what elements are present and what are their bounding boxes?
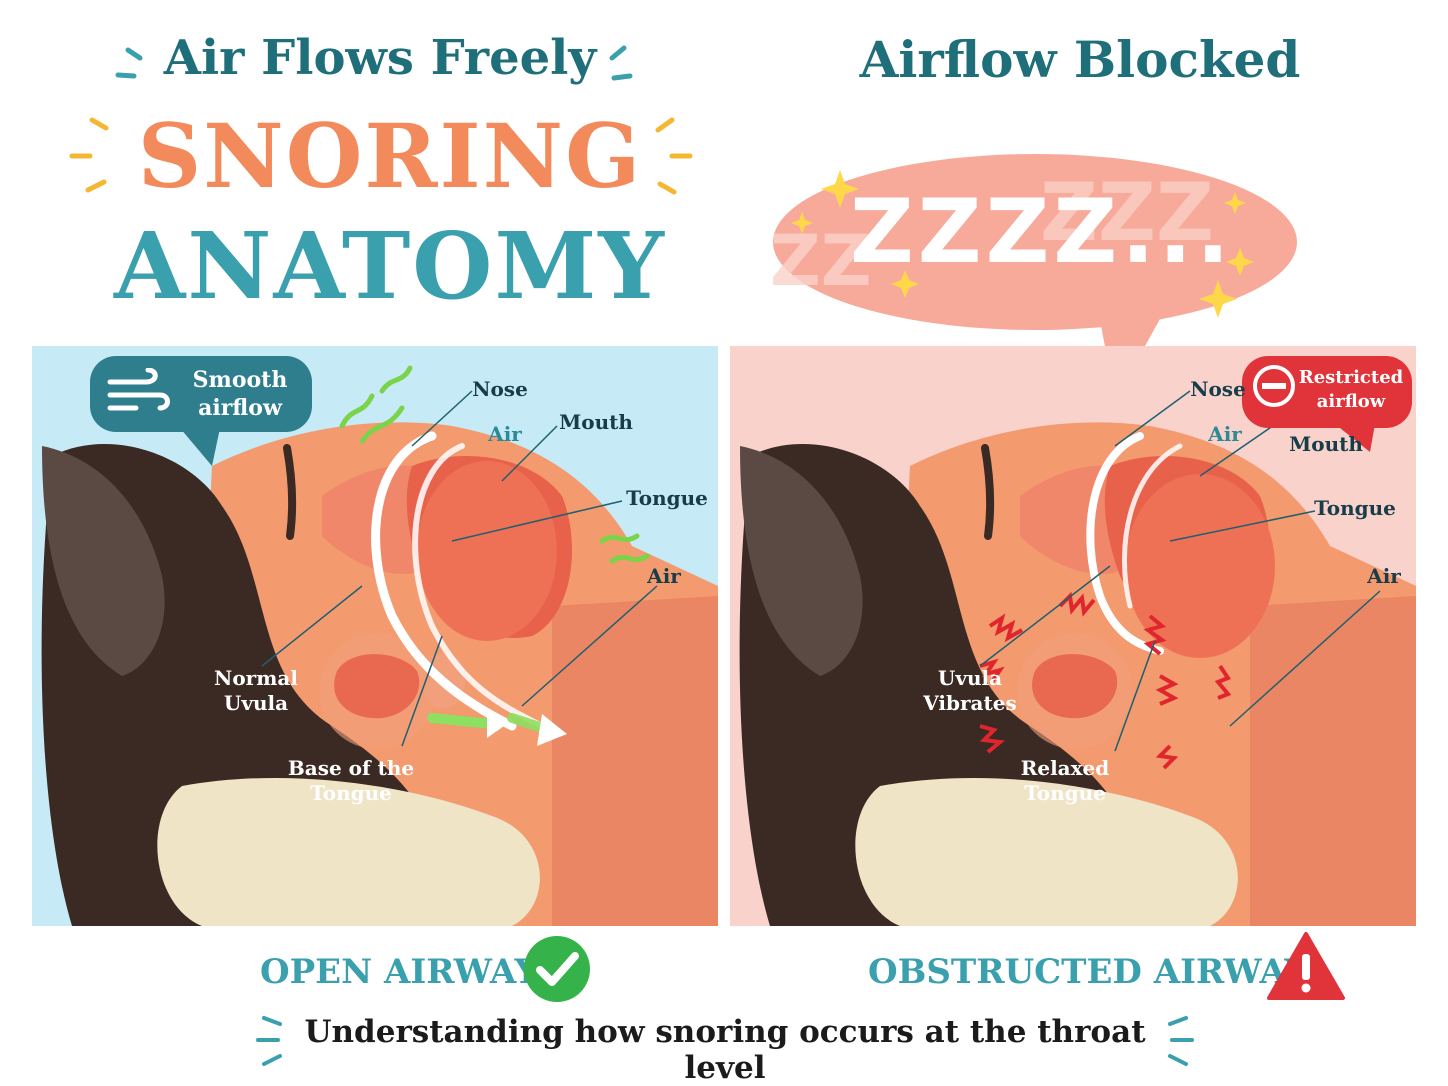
label-mouth-left: Mouth [559,410,633,434]
svg-text:ZZ: ZZ [770,220,872,302]
svg-text:ZZZ: ZZZ [1040,166,1214,259]
label-uvula-vibrates: Uvula Vibrates [920,666,1020,716]
bubble-r-line-1: Restricted [1298,367,1404,388]
label-mouth-right: Mouth [1289,432,1363,456]
label-normal-uvula: Normal Uvula [206,666,306,716]
checkmark-icon [524,936,590,1002]
uvula-line-2: Uvula [223,691,289,715]
warning-icon [1267,932,1345,1000]
restricted-airflow-label: Restricted airflow [1296,366,1406,414]
uvula-line-1: Normal [214,666,298,690]
label-nose-left: Nose [472,377,528,401]
open-airway-panel [32,346,718,926]
label-nose-right: Nose [1190,377,1246,401]
label-pointer-lines [979,390,1381,752]
main-title-anatomy: ANATOMY [114,212,666,320]
relaxed-line-1: Relaxed [1020,756,1110,780]
bubble-line-2: airflow [198,395,282,421]
footer-caption: Understanding how snoring occurs at the … [304,1014,1146,1086]
bubble-tail-right [1335,424,1375,452]
title-decorations [69,45,693,195]
obstructed-airway-panel [730,346,1416,926]
snore-speech-bubble: ZZ ZZZ [770,154,1297,400]
wind-icon [107,368,170,411]
teal-sparkle-dashes [115,45,633,81]
label-tongue-right: Tongue [1314,496,1396,520]
zzz-text: ZZZZ... [850,180,1234,283]
base-line-2: Tongue [310,781,392,805]
label-tongue-left: Tongue [626,486,708,510]
footer-decorations [256,1016,1194,1066]
bubble-tail [180,428,220,466]
label-air-right-left: Air [647,564,681,588]
label-air-top-right: Air [1208,422,1242,446]
obstructed-airway-illustration [739,390,1416,926]
relaxed-line-2: Tongue [1024,781,1106,805]
label-pointer-lines [261,390,658,747]
label-base-of-tongue: Base of the Tongue [286,756,416,806]
breath-lines [339,365,650,564]
left-title: Air Flows Freely [163,30,597,86]
vibrates-line-2: Vibrates [923,691,1017,715]
open-airway-illustration [41,365,718,926]
smooth-airflow-label: Smooth airflow [180,366,300,422]
sparkle-icons [791,170,1254,318]
bubble-line-1: Smooth [192,367,288,393]
label-air-top-left: Air [488,422,522,446]
yellow-sparkle-dashes [69,117,693,195]
vibrates-line-1: Uvula [937,666,1003,690]
main-title-snoring: SNORING [137,104,643,208]
base-line-1: Base of the [287,756,415,780]
no-entry-icon [1253,365,1295,407]
label-relaxed-tongue: Relaxed Tongue [1010,756,1120,806]
obstructed-airway-caption: OBSTRUCTED AIRWAY [868,952,1309,992]
right-title: Airflow Blocked [859,30,1301,89]
label-air-right-right: Air [1367,564,1401,588]
open-airway-caption: OPEN AIRWAY [260,952,539,992]
bubble-r-line-2: airflow [1316,391,1386,412]
